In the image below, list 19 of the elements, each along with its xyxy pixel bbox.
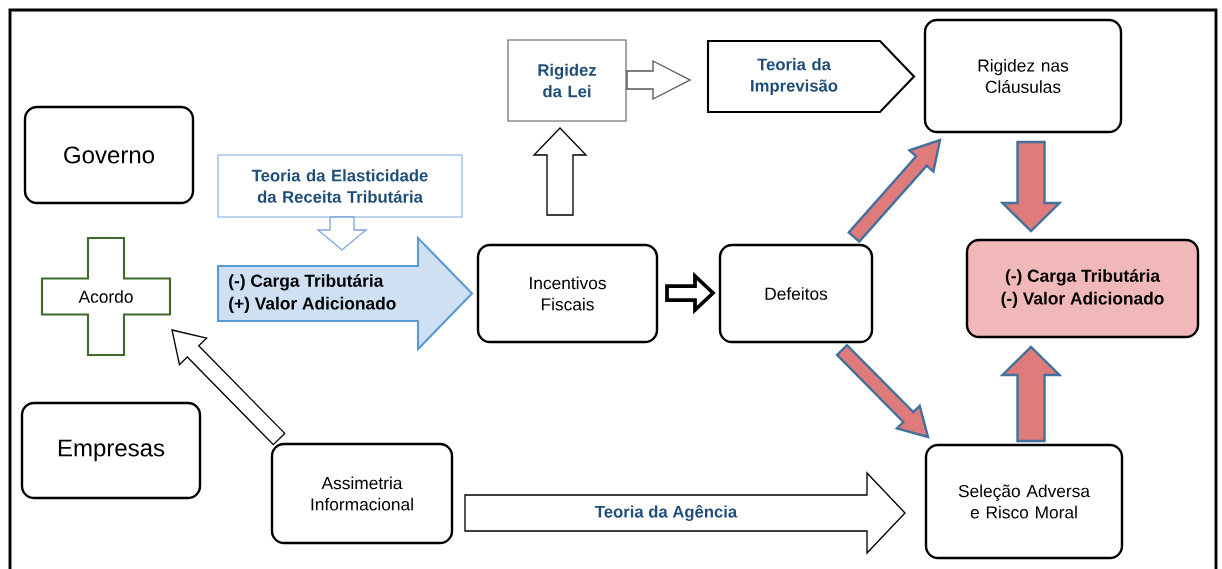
rounded-box: Rigidez nas Cláusulas [923,18,1123,134]
rounded-box: Incentivos Fiscais [476,243,659,344]
block-arrow [626,59,692,101]
block-arrow [999,140,1063,233]
block-arrow [835,343,930,439]
arrow-shaped-box: (-) Carga Tributária (+) Valor Adicionado [216,235,474,352]
rounded-box: Defeitos [718,243,874,344]
block-arrow [532,127,588,216]
rounded-box: (-) Carga Tributária (-) Valor Adicionado [965,238,1200,339]
block-arrow [665,271,716,315]
callout-box: Rigidez da Lei [507,39,627,122]
rounded-box: Governo [23,105,195,205]
block-arrow [316,216,368,251]
rounded-box: Assimetria Informacional [270,442,454,545]
rounded-box: Seleção Adversa e Risco Moral [924,443,1124,560]
callout-box: Teoria da Elasticidade da Receita Tributária [217,154,463,218]
block-arrow [171,329,286,446]
rounded-box: Empresas [20,401,202,500]
block-arrow [999,345,1063,443]
